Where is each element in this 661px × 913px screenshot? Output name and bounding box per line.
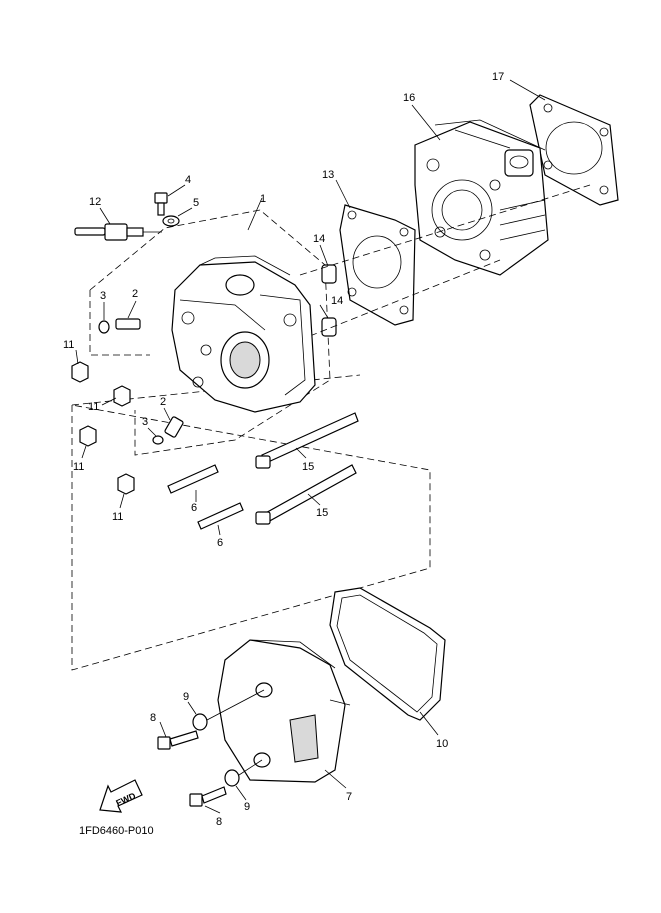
- callout-17: 17: [492, 71, 504, 83]
- fwd-arrow-icon: FWD: [99, 779, 143, 813]
- callout-15: 15: [302, 461, 314, 473]
- callout-1: 1: [260, 193, 266, 205]
- dowel-pins: [321, 264, 337, 337]
- callout-6: 6: [191, 502, 197, 514]
- cover-bolts-and-grommets: [157, 689, 265, 807]
- callout-11: 11: [112, 511, 123, 523]
- long-bolts: [255, 412, 359, 525]
- cylinder-head: [414, 119, 549, 276]
- callout-11: 11: [88, 401, 99, 413]
- flange-nuts: [71, 361, 135, 495]
- alignment-lines: [299, 184, 591, 341]
- cylinder-base-gasket: [339, 204, 416, 326]
- callout-2: 2: [160, 396, 166, 408]
- callout-3: 3: [100, 290, 106, 302]
- callout-11: 11: [63, 339, 74, 351]
- callout-2: 2: [132, 288, 138, 300]
- callout-4: 4: [185, 174, 191, 186]
- callout-15: 15: [316, 507, 328, 519]
- callout-12: 12: [89, 196, 101, 208]
- stud-bolts: [167, 464, 244, 530]
- callout-7: 7: [346, 791, 352, 803]
- leader-lines: [75, 79, 546, 814]
- diagram-code: 1FD6460-P010: [79, 825, 154, 837]
- callout-8: 8: [150, 712, 156, 724]
- cylinder-head-cover: [217, 639, 351, 783]
- callout-11: 11: [73, 461, 84, 473]
- callout-13: 13: [322, 169, 334, 181]
- callout-10: 10: [436, 738, 448, 750]
- plugs-and-washers: [98, 318, 184, 445]
- bolt-and-washer: [154, 192, 180, 227]
- callout-9: 9: [244, 801, 250, 813]
- cylinder-head-casting: [171, 255, 316, 413]
- callout-8: 8: [216, 816, 222, 828]
- callout-3: 3: [142, 416, 148, 428]
- callout-5: 5: [193, 197, 199, 209]
- callout-numbers: 1 2 2 3 3 4 5 6 6 7 8 8 9 9 10 11 11 11 …: [63, 71, 504, 828]
- head-cover-gasket: [329, 587, 446, 721]
- callout-9: 9: [183, 691, 189, 703]
- callout-16: 16: [403, 92, 415, 104]
- callout-14: 14: [313, 233, 325, 245]
- spark-plug: [74, 223, 162, 241]
- callout-6: 6: [217, 537, 223, 549]
- cylinder-head-gasket: [529, 94, 619, 206]
- callout-14: 14: [331, 295, 343, 307]
